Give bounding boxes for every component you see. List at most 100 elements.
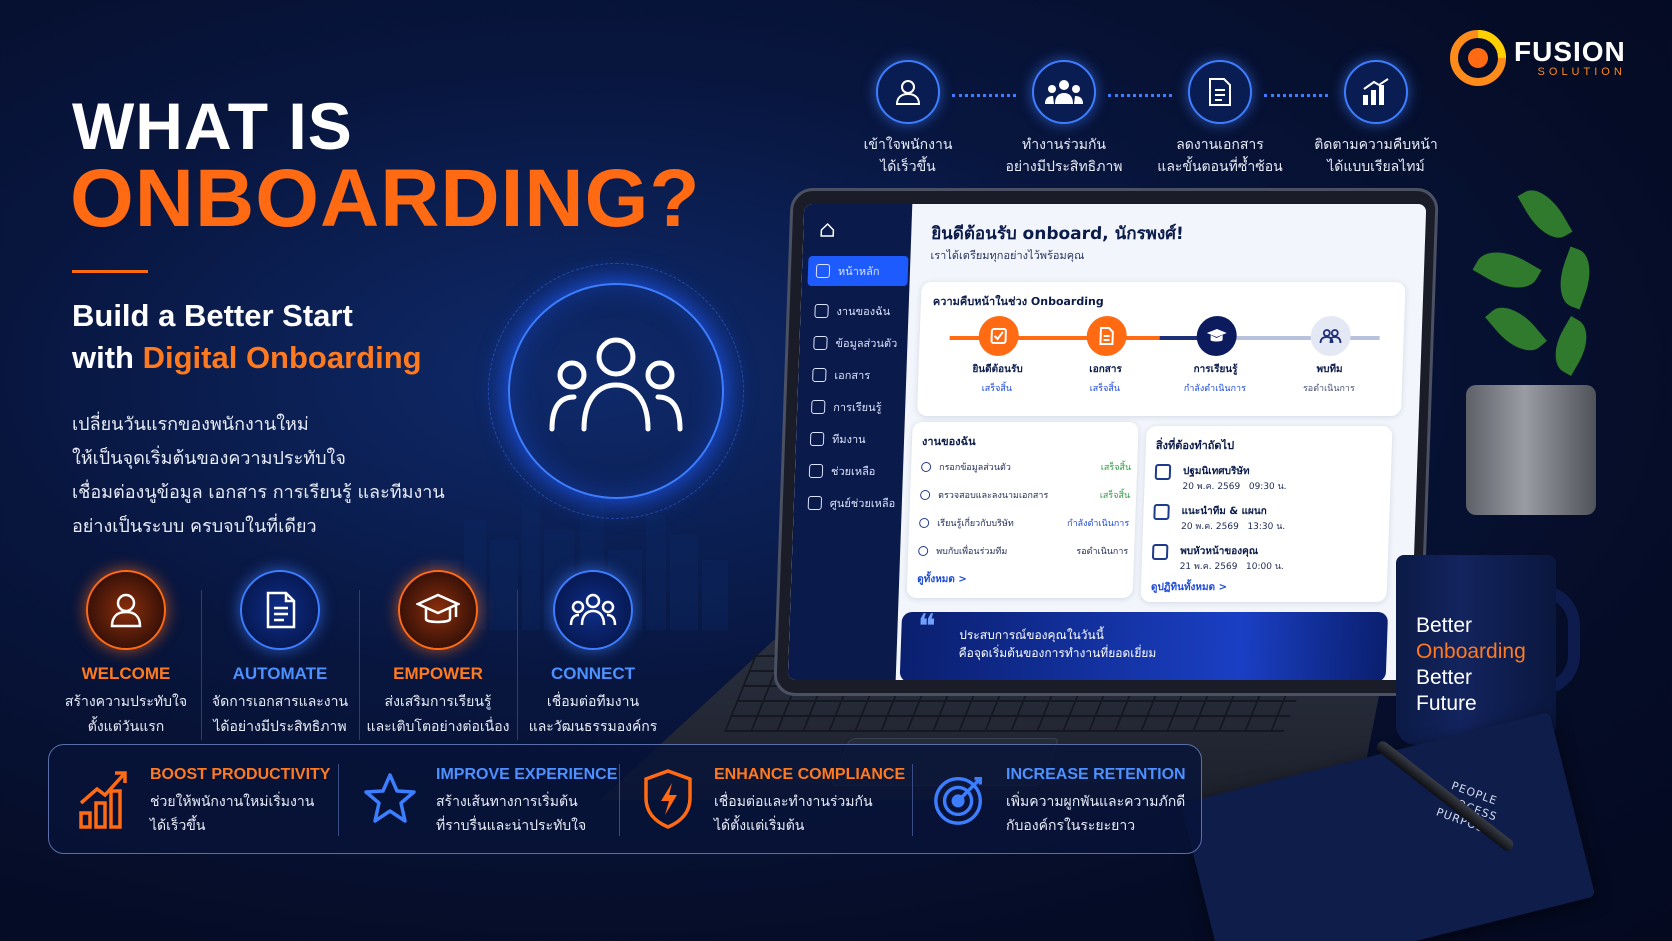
next-item-title: แนะนำทีม & แผนก <box>1181 506 1267 517</box>
next-item[interactable]: แนะนำทีม & แผนก 20 พ.ค. 2569 13:30 น. <box>1153 504 1384 533</box>
check-circle-icon <box>918 518 930 528</box>
calendar-icon <box>1153 504 1170 520</box>
pillar-desc-line: จัดการเอกสารและงาน <box>211 694 349 710</box>
user-icon <box>876 60 940 124</box>
task-row[interactable]: กรอกข้อมูลส่วนตัวเสร็จสิ้น <box>920 460 1132 474</box>
next-item-time: 13:30 น. <box>1247 522 1286 532</box>
next-item-date: 20 พ.ค. 2569 <box>1180 522 1239 532</box>
task-row[interactable]: เรียนรู้เกี่ยวกับบริษัทกำลังดำเนินการ <box>918 516 1129 530</box>
sidebar-item-home[interactable]: หน้าหลัก <box>807 256 909 286</box>
graduation-cap-icon <box>398 570 478 650</box>
pillar-title: AUTOMATE <box>232 664 328 683</box>
plant-leaf <box>1472 240 1542 300</box>
pillar-desc-line: สร้างความประทับใจ <box>64 694 188 710</box>
check-icon <box>978 316 1020 356</box>
progress-step-status: รอดำเนินการ <box>1302 384 1355 394</box>
step-track-progress: ติดตามความคืบหน้าได้แบบเรียลไทม์ <box>1306 60 1446 178</box>
divider <box>619 764 620 836</box>
task-row[interactable]: ตรวจสอบและลงนามเอกสารเสร็จสิ้น <box>919 488 1130 502</box>
sidebar-item-help[interactable]: ช่วยเหลือ <box>800 456 901 486</box>
sidebar-item-documents[interactable]: เอกสาร <box>804 360 905 390</box>
step-line: ลดงานเอกสาร <box>1176 137 1264 153</box>
title-divider <box>72 270 148 273</box>
shield-bolt-icon <box>640 764 696 834</box>
banner-line: ประสบการณ์ของคุณในวันนี้ <box>959 628 1105 642</box>
growth-chart-icon <box>1344 60 1408 124</box>
quote-icon: ❝ <box>916 607 937 647</box>
pillar-description: จัดการเอกสารและงานได้อย่างมีประสิทธิภาพ <box>200 690 360 740</box>
target-icon <box>932 764 988 834</box>
step-understand: เข้าใจพนักงานได้เร็วขึ้น <box>838 60 978 178</box>
divider <box>359 590 360 740</box>
tasks-title: งานของฉัน <box>921 435 976 448</box>
app-sidebar: หน้าหลัก งานของฉัน ข้อมูลส่วนตัว เอกสาร … <box>787 204 913 680</box>
view-calendar-link[interactable]: ดูปฏิทินทั้งหมด > <box>1150 582 1228 593</box>
sidebar-item-label: เอกสาร <box>834 369 871 382</box>
divider <box>201 590 202 740</box>
view-all-tasks-link[interactable]: ดูทั้งหมด > <box>917 574 967 585</box>
task-label: เรียนรู้เกี่ยวกับบริษัท <box>936 519 1014 529</box>
title-line-1: WHAT IS <box>72 89 353 163</box>
step-line: ได้แบบเรียลไทม์ <box>1327 159 1425 175</box>
benefit-line: สร้างเส้นทางการเริ่มต้น <box>436 794 578 810</box>
sidebar-item-label: ทีมงาน <box>831 433 866 446</box>
benefit-title: IMPROVE EXPERIENCE <box>436 766 618 783</box>
logo-mark <box>1450 30 1506 86</box>
progress-card: ความคืบหน้าในช่วง Onboarding ยินดีต้อนรั… <box>916 282 1406 416</box>
sidebar-item-label: ช่วยเหลือ <box>830 465 876 478</box>
step-text: ลดงานเอกสารและขั้นตอนที่ซ้ำซ้อน <box>1150 134 1290 178</box>
quote-banner: ❝ ประสบการณ์ของคุณในวันนี้ คือจุดเริ่มต้… <box>899 607 1389 680</box>
document-icon <box>240 570 320 650</box>
next-item-date: 21 พ.ค. 2569 <box>1179 562 1238 572</box>
sidebar-item-learning[interactable]: การเรียนรู้ <box>803 392 904 422</box>
document-icon <box>1188 60 1252 124</box>
pillar-connect: CONNECT เชื่อมต่อทีมงานและวัฒนธรรมองค์กร <box>513 570 673 740</box>
home-icon[interactable] <box>819 222 836 242</box>
title-line-2: ONBOARDING? <box>70 153 701 244</box>
next-title: สิ่งที่ต้องทำถัดไป <box>1155 439 1235 452</box>
step-connector <box>1264 94 1328 97</box>
next-item-date: 20 พ.ค. 2569 <box>1182 482 1241 492</box>
task-status: เสร็จสิ้น <box>1100 463 1132 473</box>
pillar-desc-line: และเติบโตอย่างต่อเนื่อง <box>366 719 510 735</box>
calendar-icon <box>1154 464 1172 480</box>
pillar-automate: AUTOMATE จัดการเอกสารและงานได้อย่างมีประ… <box>200 570 360 740</box>
team-icon <box>809 432 825 446</box>
sidebar-item-team[interactable]: ทีมงาน <box>802 424 903 454</box>
check-circle-icon <box>918 546 929 556</box>
sidebar-item-label: การเรียนรู้ <box>832 401 882 414</box>
divider <box>517 590 518 740</box>
welcome-heading: ยินดีต้อนรับ onboard, นักรพงศ์! <box>930 224 1185 244</box>
sidebar-item-profile[interactable]: ข้อมูลส่วนตัว <box>805 328 906 358</box>
pillar-desc-line: ตั้งแต่วันแรก <box>87 719 165 735</box>
glow-ring <box>508 283 724 499</box>
step-line: อย่างมีประสิทธิภาพ <box>1005 159 1123 175</box>
task-label: ตรวจสอบและลงนามเอกสาร <box>937 491 1049 501</box>
outer-dashed-ring <box>488 263 744 519</box>
sidebar-item-my-tasks[interactable]: งานของฉัน <box>806 296 907 326</box>
user-icon <box>813 336 828 350</box>
step-text: ทำงานร่วมกันอย่างมีประสิทธิภาพ <box>994 134 1134 178</box>
banner-line: คือจุดเริ่มต้นของการทำงานที่ยอดเยี่ยม <box>958 646 1157 660</box>
description-line: ให้เป็นจุดเริ่มต้นของความประทับใจ <box>72 448 346 469</box>
task-row[interactable]: พบกับเพื่อนร่วมทีมรอดำเนินการ <box>918 544 1128 558</box>
document-icon <box>812 368 827 382</box>
progress-step-meet-team: พบทีม รอดำเนินการ <box>1274 316 1387 395</box>
progress-title: ความคืบหน้าในช่วง Onboarding <box>932 295 1104 308</box>
benefit-experience: IMPROVE EXPERIENCE สร้างเส้นทางการเริ่มต้… <box>362 764 617 844</box>
progress-step-documents: เอกสาร เสร็จสิ้น <box>1050 316 1163 395</box>
pillar-welcome: WELCOME สร้างความประทับใจตั้งแต่วันแรก <box>46 570 206 740</box>
sidebar-item-label: งานของฉัน <box>836 305 891 318</box>
pillar-description: เชื่อมต่อทีมงานและวัฒนธรรมองค์กร <box>513 690 673 740</box>
benefit-line: กับองค์กรในระยะยาว <box>1006 818 1136 834</box>
home-icon <box>815 264 831 278</box>
step-connector <box>952 94 1016 97</box>
my-tasks-card: งานของฉัน กรอกข้อมูลส่วนตัวเสร็จสิ้น ตรว… <box>906 422 1139 598</box>
sidebar-item-help-center[interactable]: ศูนย์ช่วยเหลือ <box>799 488 900 518</box>
